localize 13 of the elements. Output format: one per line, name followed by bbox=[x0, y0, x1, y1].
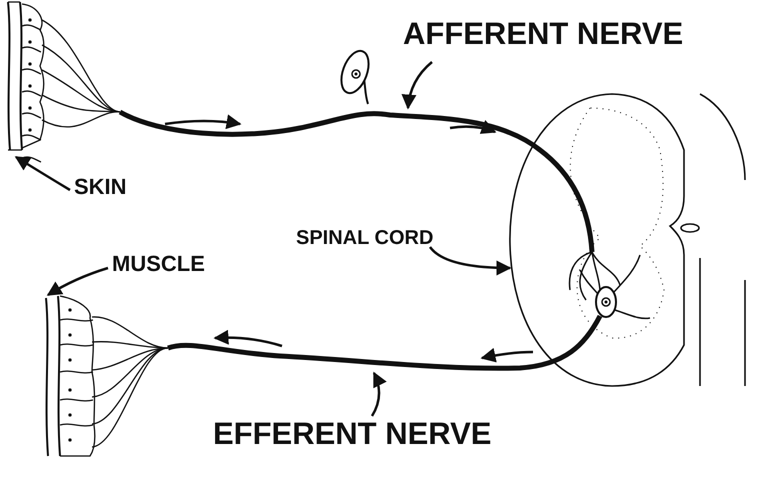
leader-arrow bbox=[46, 266, 108, 296]
label-text: AFFERENT NERVE bbox=[403, 18, 684, 49]
label-text: EFFERENT NERVE bbox=[213, 418, 492, 449]
spinal-cord-drawing bbox=[509, 93, 746, 387]
skin-drawing bbox=[7, 1, 120, 163]
leader-arrow bbox=[402, 61, 433, 110]
label-text: SKIN bbox=[74, 176, 127, 198]
leader-arrow bbox=[429, 246, 512, 276]
muscle-drawing bbox=[45, 295, 168, 457]
label-text: SPINAL CORD bbox=[296, 228, 434, 248]
leader-arrow bbox=[370, 372, 386, 417]
leader-arrow bbox=[14, 156, 71, 192]
label-text: MUSCLE bbox=[112, 253, 205, 275]
